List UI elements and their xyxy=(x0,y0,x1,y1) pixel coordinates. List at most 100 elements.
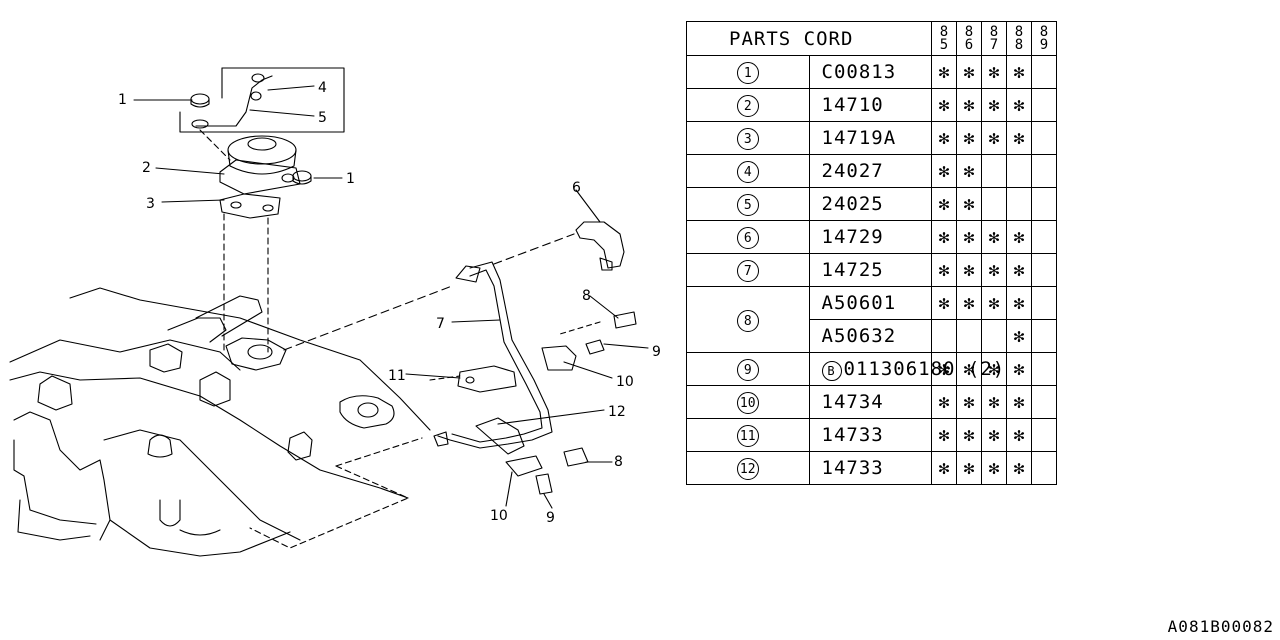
part-code-cell: 14729 xyxy=(808,220,932,254)
callout-9-bottom: 9 xyxy=(546,510,555,526)
year-applicability-cell: ✻ xyxy=(931,187,957,221)
part-code: 14733 xyxy=(821,424,884,446)
part-code: 14729 xyxy=(821,226,884,248)
ref-number-cell: 12 xyxy=(686,451,810,485)
year-applicability-cell xyxy=(931,319,957,353)
year-applicability-cell xyxy=(1006,187,1032,221)
part-code: 14710 xyxy=(821,94,884,116)
ref-number-badge: 8 xyxy=(736,309,759,332)
part-code: 011306180 (2) xyxy=(843,357,1006,380)
ref-number-cell: 3 xyxy=(686,121,810,155)
year-applicability-cell: ✻ xyxy=(931,352,957,386)
year-applicability-cell: ✻ xyxy=(931,121,957,155)
year-applicability-cell: ✻ xyxy=(1006,88,1032,122)
year-applicability-cell: ✻ xyxy=(981,253,1007,287)
callout-4: 4 xyxy=(318,80,327,96)
callout-5: 5 xyxy=(318,110,327,126)
ref-number-badge: 12 xyxy=(736,458,759,480)
year-applicability-cell xyxy=(1031,187,1057,221)
year-applicability-cell: ✻ xyxy=(981,286,1007,320)
year-applicability-cell: ✻ xyxy=(1006,55,1032,89)
year-applicability-cell: ✻ xyxy=(956,88,982,122)
callout-8-top: 8 xyxy=(582,288,591,304)
year-applicability-cell: ✻ xyxy=(931,418,957,452)
year-applicability-cell xyxy=(1031,352,1057,386)
year-applicability-cell: ✻ xyxy=(956,451,982,485)
callout-12: 12 xyxy=(608,404,626,420)
year-applicability-cell: ✻ xyxy=(1006,319,1032,353)
year-applicability-cell xyxy=(1031,154,1057,188)
part-code-cell: 14733 xyxy=(808,418,932,452)
year-applicability-cell: ✻ xyxy=(981,88,1007,122)
year-applicability-cell: ✻ xyxy=(981,418,1007,452)
year-applicability-cell: ✻ xyxy=(956,154,982,188)
year-applicability-cell: ✻ xyxy=(1006,385,1032,419)
ref-number-badge: 11 xyxy=(736,425,759,447)
year-applicability-cell: ✻ xyxy=(1006,121,1032,155)
ref-number-badge: 3 xyxy=(736,128,759,150)
year-applicability-cell: ✻ xyxy=(931,451,957,485)
year-applicability-cell: ✻ xyxy=(981,385,1007,419)
year-applicability-cell: ✻ xyxy=(1006,418,1032,452)
ref-number-badge: 2 xyxy=(736,95,759,117)
part-code-cell: 24025 xyxy=(808,187,932,221)
ref-number-cell: 5 xyxy=(686,187,810,221)
year-applicability-cell: ✻ xyxy=(1006,286,1032,320)
ref-number-cell: 11 xyxy=(686,418,810,452)
callout-1-top: 1 xyxy=(118,92,127,108)
year-applicability-cell: ✻ xyxy=(1006,352,1032,386)
year-applicability-cell: ✻ xyxy=(981,451,1007,485)
year-applicability-cell: ✻ xyxy=(956,286,982,320)
callout-11: 11 xyxy=(388,368,406,384)
year-applicability-cell xyxy=(956,319,982,353)
diagram-code: A081B00082 xyxy=(1167,617,1274,636)
part-code-cell: 14734 xyxy=(808,385,932,419)
year-applicability-cell: ✻ xyxy=(981,55,1007,89)
ref-number-badge: 1 xyxy=(736,62,759,84)
year-applicability-cell: ✻ xyxy=(1006,220,1032,254)
parts-cord-header: PARTS CORD xyxy=(686,21,932,56)
part-code-cell: A50632 xyxy=(808,319,932,353)
callout-7: 7 xyxy=(436,316,445,332)
year-applicability-cell: ✻ xyxy=(956,418,982,452)
year-applicability-cell xyxy=(1031,286,1057,320)
part-code-cell: 14733 xyxy=(808,451,932,485)
ref-number-badge: 6 xyxy=(736,227,759,249)
year-applicability-cell xyxy=(1031,55,1057,89)
ref-number-cell: 9 xyxy=(686,352,810,386)
year-applicability-cell xyxy=(1031,88,1057,122)
part-code-cell: 14725 xyxy=(808,253,932,287)
ref-number-badge: 9 xyxy=(736,359,759,381)
part-code-cell: A50601 xyxy=(808,286,932,320)
year-applicability-cell: ✻ xyxy=(931,220,957,254)
callout-1-right: 1 xyxy=(346,171,355,187)
year-applicability-cell: ✻ xyxy=(981,121,1007,155)
part-code: A50632 xyxy=(821,325,897,347)
year-applicability-cell xyxy=(1031,418,1057,452)
ref-number-badge: 5 xyxy=(736,194,759,216)
part-code-cell: 24027 xyxy=(808,154,932,188)
part-code: C00813 xyxy=(821,61,897,83)
year-applicability-cell xyxy=(1031,319,1057,353)
year-applicability-cell: ✻ xyxy=(931,154,957,188)
year-applicability-cell: ✻ xyxy=(931,88,957,122)
callout-9-top: 9 xyxy=(652,344,661,360)
callout-8-bottom: 8 xyxy=(614,454,623,470)
ref-number-cell: 2 xyxy=(686,88,810,122)
year-applicability-cell: ✻ xyxy=(931,286,957,320)
